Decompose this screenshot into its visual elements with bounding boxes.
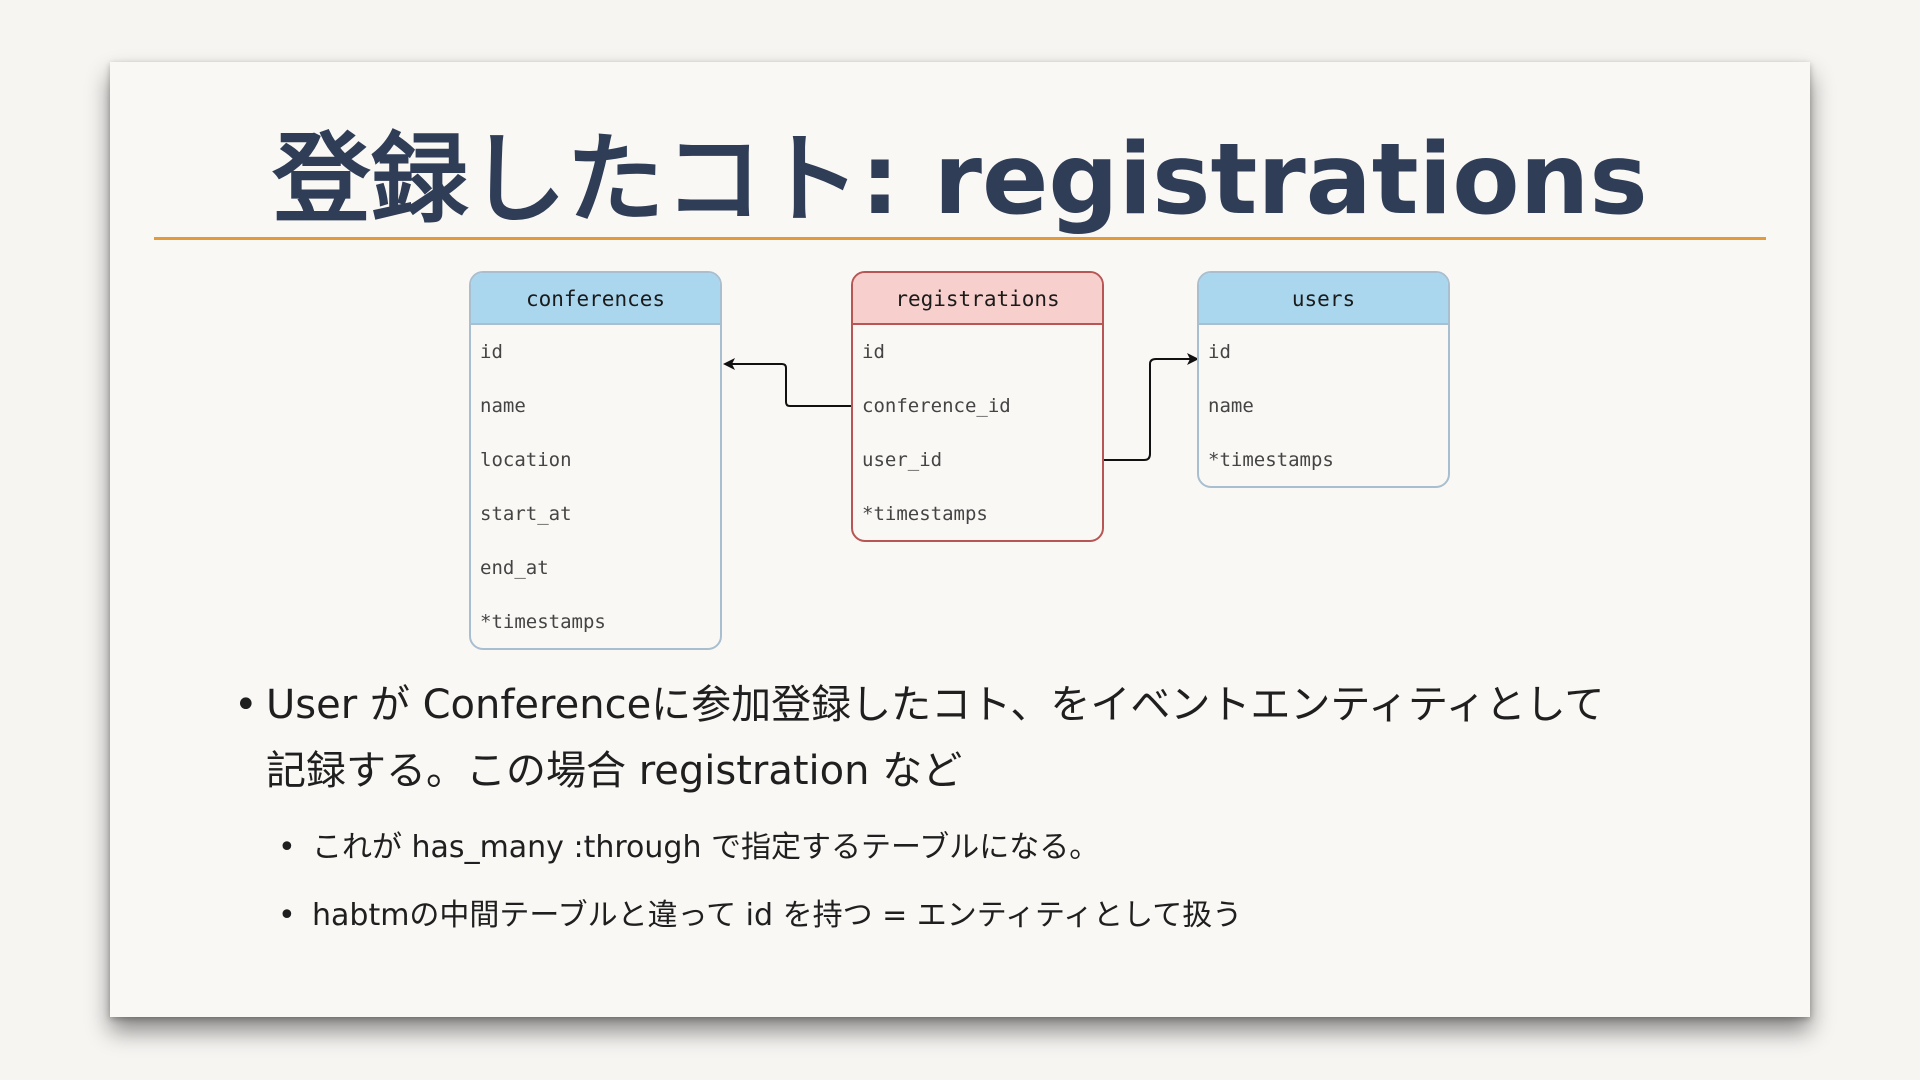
table-users-column: name xyxy=(1208,395,1254,417)
bullet-sub-1-text: これが has_many :through で指定するテーブルになる。 xyxy=(312,830,1100,865)
table-conferences-header: conferences xyxy=(471,273,720,325)
relation-connectors xyxy=(723,353,1199,461)
table-registrations-column: conference_id xyxy=(862,395,1011,417)
bullet-main-line2: 記録する。この場合 registration など xyxy=(266,748,963,794)
title-underline xyxy=(154,237,1766,240)
table-users-column: id xyxy=(1208,341,1231,363)
table-conferences-column: *timestamps xyxy=(480,611,606,633)
table-users-header: users xyxy=(1199,273,1448,325)
table-registrations-column: id xyxy=(862,341,885,363)
table-registrations-column: user_id xyxy=(862,449,943,471)
table-conferences-column: start_at xyxy=(480,503,572,525)
bullet-sub-2-text: habtmの中間テーブルと違って id を持つ = エンティティとして扱う xyxy=(312,898,1243,933)
bullet-dot: • xyxy=(234,682,258,728)
relation-user-id-arrow xyxy=(1103,353,1199,461)
table-registrations: registrations id conference_id user_id *… xyxy=(851,271,1104,542)
relation-conference-id-arrow xyxy=(723,358,851,407)
table-conferences-column: location xyxy=(480,449,572,471)
bullet-dot: • xyxy=(278,830,296,865)
table-conferences-column: end_at xyxy=(480,557,549,579)
bullet-dot: • xyxy=(278,898,296,933)
table-registrations-header: registrations xyxy=(853,273,1102,325)
slide-title: 登録したコト: registrations xyxy=(272,123,1648,237)
table-users: users id name *timestamps xyxy=(1197,271,1450,488)
slide: 登録したコト: registrations conferences id nam… xyxy=(110,62,1810,1017)
table-registrations-column: *timestamps xyxy=(862,503,988,525)
er-diagram: conferences id name location start_at en… xyxy=(110,62,1810,1017)
table-users-column: *timestamps xyxy=(1208,449,1334,471)
table-conferences-column: name xyxy=(480,395,526,417)
table-conferences-column: id xyxy=(480,341,503,363)
bullet-main-line1: User が Conferenceに参加登録したコト、をイベントエンティティとし… xyxy=(266,682,1605,728)
table-conferences: conferences id name location start_at en… xyxy=(469,271,722,650)
